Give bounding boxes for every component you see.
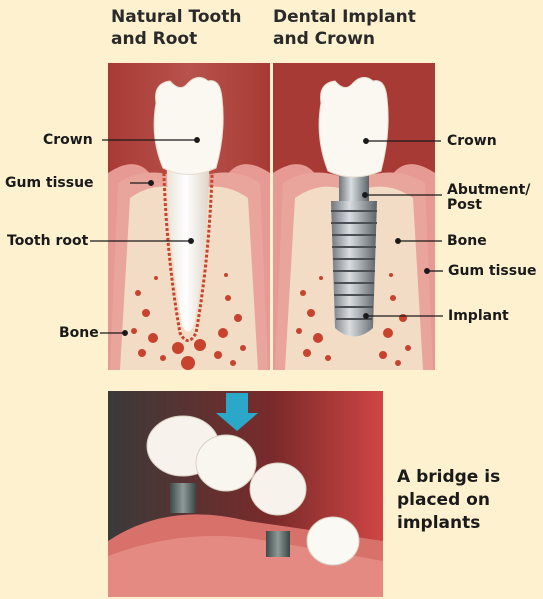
label-bone-implant: Bone <box>447 233 487 249</box>
label-tooth-root: Tooth root <box>7 233 88 249</box>
label-bone-natural: Bone <box>59 325 99 341</box>
bridge-on-implants-illustration <box>108 391 383 597</box>
label-gum-tissue-implant: Gum tissue <box>448 263 537 279</box>
label-implant: Implant <box>448 308 509 324</box>
bridge-caption: A bridge is placed on implants <box>397 466 500 535</box>
label-abutment-post: Abutment/ Post <box>447 183 530 213</box>
label-gum-tissue-natural: Gum tissue <box>5 175 94 191</box>
label-crown-implant: Crown <box>447 133 497 149</box>
label-crown-natural: Crown <box>43 132 93 148</box>
